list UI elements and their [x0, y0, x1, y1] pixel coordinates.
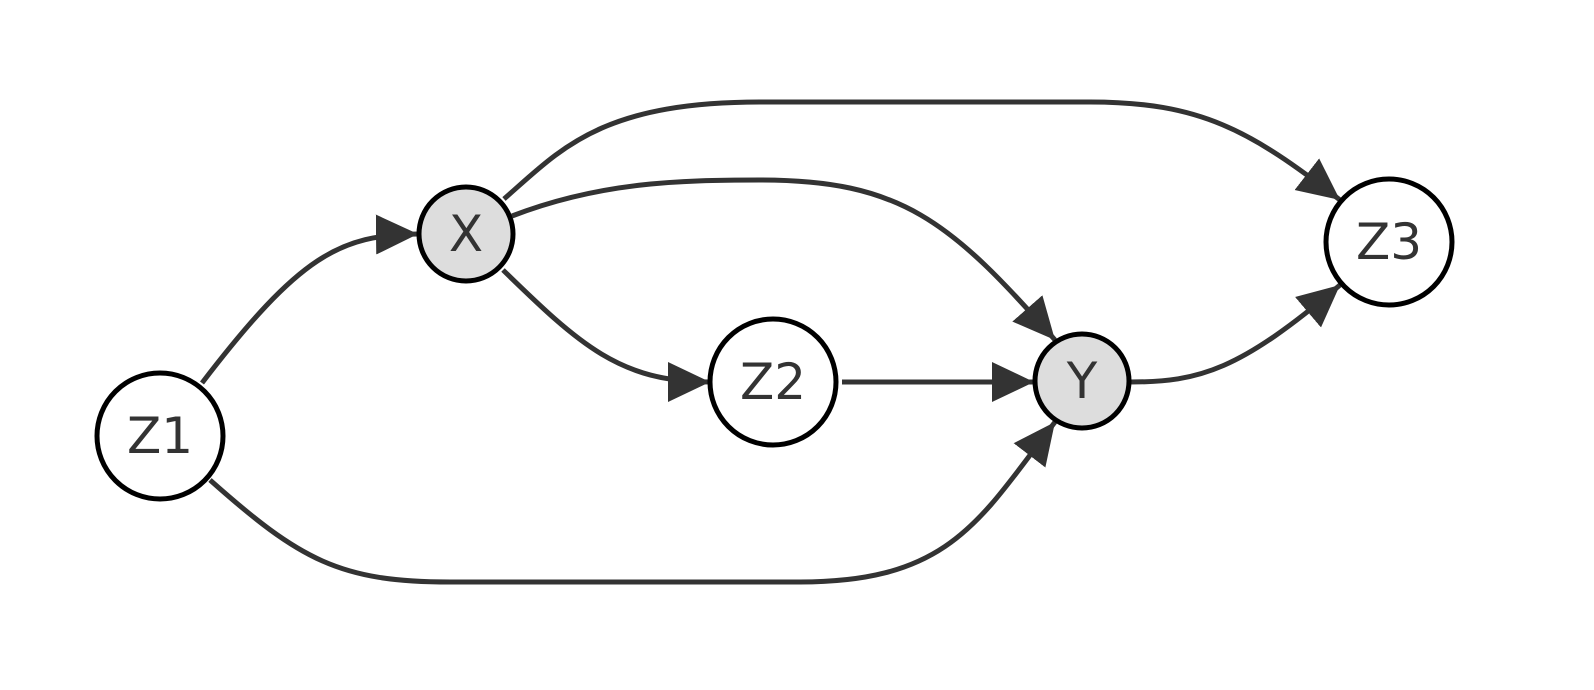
node-z1: Z1 — [94, 370, 226, 502]
node-z2-circle — [707, 316, 839, 448]
node-x-label: X — [449, 205, 483, 263]
node-z2-label: Z2 — [740, 353, 806, 411]
node-z3-label: Z3 — [1356, 213, 1422, 271]
edge-z1-x — [200, 214, 419, 385]
node-x-circle — [416, 184, 516, 284]
node-x: X — [416, 184, 516, 284]
edges — [200, 99, 1342, 585]
node-y-circle — [1032, 331, 1132, 431]
node-y-label: Y — [1066, 352, 1098, 410]
node-y: Y — [1032, 331, 1132, 431]
node-z2: Z2 — [707, 316, 839, 448]
edge-x-y — [511, 177, 1057, 342]
edge-x-z3 — [502, 99, 1342, 202]
edge-z1-y — [208, 420, 1057, 585]
node-z1-label: Z1 — [127, 407, 193, 465]
node-z3: Z3 — [1323, 176, 1455, 308]
node-z3-circle — [1323, 176, 1455, 308]
edge-x-z2 — [501, 268, 711, 402]
edge-y-z3 — [1129, 283, 1342, 385]
node-z1-circle — [94, 370, 226, 502]
